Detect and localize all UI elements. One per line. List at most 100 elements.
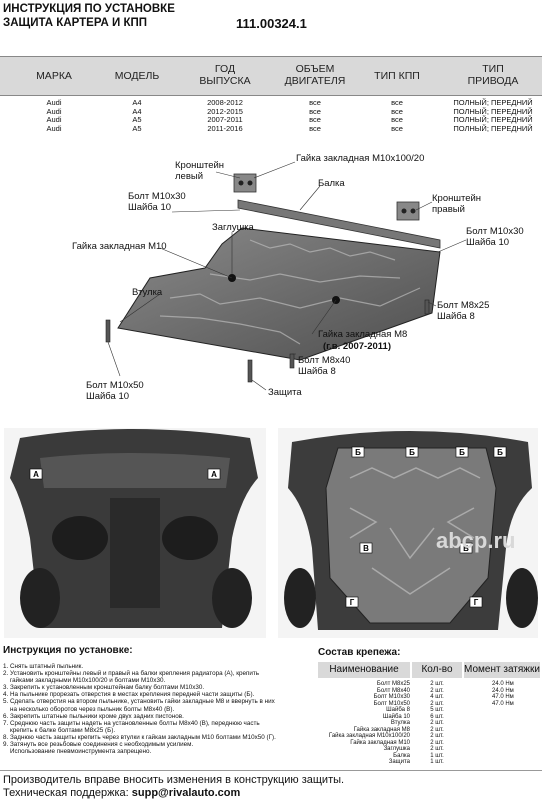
svg-text:А: А (211, 470, 217, 479)
photo-mark: А (207, 468, 221, 480)
svg-text:Г: Г (350, 598, 355, 607)
photo-mark: Б (351, 446, 365, 458)
fastener-name: Втулка (390, 720, 410, 726)
fastener-qty: 5 шт. (430, 707, 444, 713)
fastener-qty: 6 шт. (430, 713, 444, 720)
label-sleeve: Втулка (132, 287, 163, 298)
col-drive: ТИП ПРИВОДА (467, 63, 519, 87)
support-label: Техническая поддержка: (3, 787, 132, 799)
photo-after (278, 428, 538, 638)
table-cell: Audi (46, 106, 62, 116)
svg-text:Б: Б (355, 448, 361, 457)
watermark: abcp.ru (436, 528, 516, 553)
label-nut-m10x100: Гайка закладная М10х100/20 (296, 153, 425, 164)
fastener-name: Болт М10х50 (373, 700, 410, 707)
table-cell: ПОЛНЫЙ; ПЕРЕДНИЙ (453, 106, 533, 116)
svg-text:А: А (33, 470, 39, 479)
fastener-torque: 24.0 Нм (492, 681, 514, 687)
fastener-qty: 1 шт. (430, 759, 444, 765)
document-number: 111.00324.1 (236, 16, 307, 31)
title-line-2: ЗАЩИТА КАРТЕРА И КПП (3, 17, 148, 29)
table-cell: ПОЛНЫЙ; ПЕРЕДНИЙ (453, 98, 533, 107)
label-bolt-m8x40: Болт М8х40 Шайба 8 (298, 355, 351, 377)
fastener-qty: 2 шт. (430, 733, 444, 739)
table-cell: все (391, 98, 403, 107)
photo-mark: Б (493, 446, 507, 458)
fastener-qty: 2 шт. (430, 746, 444, 752)
table-cell: A5 (132, 123, 142, 133)
instructions-title: Инструкция по установке: (3, 645, 133, 656)
label-nut-m8: Гайка закладная М8 (318, 329, 408, 340)
instruction-step: 6. Закрепить штатные пыльники кроме двух… (3, 712, 184, 720)
photo-before (4, 428, 266, 638)
fastener-qty: 2 шт. (430, 739, 444, 746)
vehicle-table-header: МАРКА МОДЕЛЬ ГОД ВЫПУСКА ОБЪЕМ ДВИГАТЕЛЯ… (0, 56, 542, 96)
label-plug: Заглушка (212, 222, 254, 233)
label-bracket-right: Кронштейн правый (432, 193, 482, 215)
instruction-step: 1. Снять штатный пыльник. (3, 663, 84, 670)
table-cell: все (309, 123, 321, 133)
table-cell: все (309, 106, 321, 116)
table-cell: все (391, 123, 403, 133)
support-email[interactable]: supp@rivalauto.com (131, 787, 241, 799)
fasteners-col-name: Наименование (318, 662, 410, 678)
table-cell: все (309, 98, 321, 107)
photo-mark: Г (469, 596, 483, 608)
label-bolt-m10x50: Болт М10х50 Шайба 10 (86, 380, 144, 402)
fastener-name: Гайка закладная М10 (350, 739, 410, 746)
instruction-step: 8. Заднюю часть защиты крепить через вту… (3, 733, 276, 741)
fastener-name: Болт М8х25 (376, 681, 410, 687)
fastener-name: Защита (388, 759, 410, 765)
fastener-qty: 2 шт. (430, 726, 444, 733)
fastener-name: Гайка закладная М8 (353, 726, 410, 733)
table-cell: Audi (46, 98, 62, 107)
svg-text:Б: Б (409, 448, 415, 457)
col-gearbox: ТИП КПП (374, 70, 420, 82)
fasteners-col-torque: Момент затяжки (464, 662, 540, 678)
fastener-torque: 24.0 Нм (492, 687, 514, 694)
svg-text:В: В (463, 544, 469, 553)
label-bolt-m10x30-right: Болт М10х30 Шайба 10 (466, 226, 524, 248)
svg-text:В: В (363, 544, 369, 553)
skid-plate-part (117, 227, 441, 361)
photo-mark: В (359, 542, 373, 554)
label-bracket-left: Кронштейн левый (175, 160, 225, 182)
fastener-qty: 2 шт. (430, 681, 444, 687)
table-cell: A4 (132, 106, 142, 116)
table-cell: A4 (132, 98, 142, 107)
table-cell: Audi (46, 123, 62, 133)
table-cell: все (391, 115, 403, 124)
instruction-step: 3. Закрепить к установленным кронштейнам… (3, 684, 205, 692)
bracket-right-part (396, 201, 420, 221)
svg-text:Б: Б (497, 448, 503, 457)
photo-mark: Б (455, 446, 469, 458)
fastener-name: Шайба 10 (382, 713, 410, 720)
label-bolt-m10x30-left: Болт М10х30 Шайба 10 (128, 191, 186, 213)
fastener-qty: 2 шт. (430, 720, 444, 726)
table-cell: все (391, 106, 403, 116)
installation-photos: А А Б Б Б Б В В Г Г (4, 428, 538, 638)
instruction-step: 4. На пыльнике прорезать отверстия в мес… (3, 691, 255, 699)
instruction-step: 2. Установить кронштейны левый и правый … (3, 670, 260, 678)
svg-text:Б: Б (459, 448, 465, 457)
footer-support: Техническая поддержка: supp@rivalauto.co… (3, 786, 240, 800)
instruction-step: 5. Сделать отверстия на втором пыльнике,… (3, 698, 275, 706)
fastener-name: Болт М8х40 (376, 687, 410, 694)
col-model: МОДЕЛЬ (114, 70, 160, 82)
fastener-qty: 2 шт. (430, 687, 444, 694)
label-bolt-m8x25: Болт М8х25 Шайба 8 (437, 300, 490, 322)
table-cell: ПОЛНЫЙ; ПЕРЕДНИЙ (453, 123, 533, 133)
table-cell: Audi (46, 115, 62, 124)
table-cell: A5 (132, 115, 142, 124)
fastener-qty: 4 шт. (430, 694, 444, 700)
photo-mark: Б (405, 446, 419, 458)
fastener-torque: 47.0 Нм (492, 700, 514, 707)
label-nut-m10: Гайка закладная М10 (72, 241, 167, 252)
fasteners-col-qty: Кол-во (412, 662, 462, 678)
fastener-name: Заглушка (383, 746, 410, 752)
photo-mark: Г (345, 596, 359, 608)
